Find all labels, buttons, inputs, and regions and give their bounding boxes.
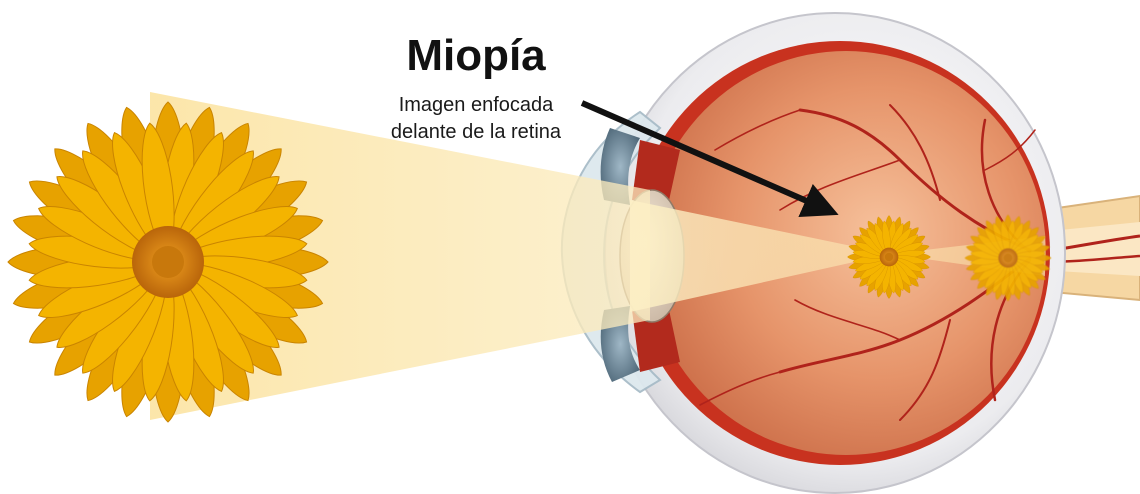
arrow-caption: Imagen enfocada delante de la retina [336,92,616,146]
focused-image-flower-icon [847,215,930,298]
diagram-title: Miopía [356,30,596,82]
flower-center-inner [152,246,184,278]
flower-object-icon [8,102,328,422]
caption-line-1: Imagen enfocada [336,92,616,119]
flower-center-inner [1004,254,1013,263]
flower-center-inner [885,253,893,261]
blurred-retina-image-flower-icon [965,215,1051,301]
caption-line-2: delante de la retina [336,119,616,146]
